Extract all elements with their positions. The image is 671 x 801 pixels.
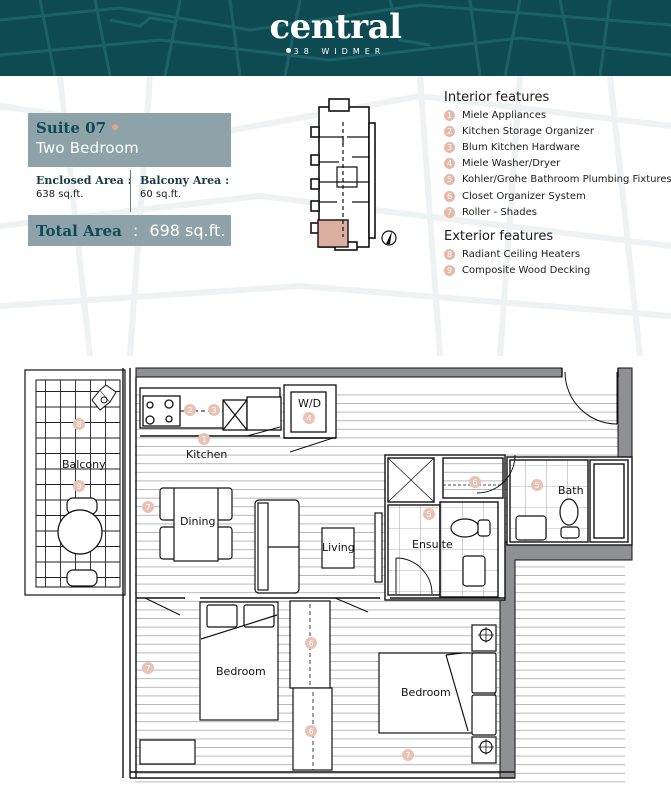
- feature-item: 8 Radiant Ceiling Heaters: [444, 246, 671, 262]
- interior-features-list: 1 Miele Appliances 2 Kitchen Storage Organ…: [444, 107, 671, 220]
- bullet-dot-icon: [285, 48, 291, 53]
- feature-number-badge: 7: [444, 206, 455, 218]
- feature-marker: 6: [305, 637, 317, 649]
- feature-label: Miele Appliances: [462, 109, 547, 121]
- features-panel: Interior features 1 Miele Appliances 2 Kit…: [444, 89, 671, 287]
- feature-label: Kitchen Storage Organizer: [462, 125, 594, 137]
- feature-label: Composite Wood Decking: [462, 265, 591, 277]
- feature-marker: 4: [303, 412, 315, 424]
- north-arrow-icon: [381, 230, 397, 246]
- feature-label: Radiant Ceiling Heaters: [462, 248, 581, 260]
- feature-marker: 7: [142, 662, 154, 674]
- balcony-area: Balcony Area : 60 sq.ft.: [140, 174, 229, 202]
- exterior-features-title: Exterior features: [444, 229, 554, 245]
- interior-features-title: Interior features: [444, 90, 550, 105]
- suite-type: Two Bedroom: [36, 139, 139, 157]
- suite-number: Suite 07: [36, 119, 223, 138]
- brand-header: central 38 WIDMER: [0, 0, 671, 76]
- brand-logo: central: [269, 7, 402, 47]
- feature-number-badge: 3: [444, 141, 455, 153]
- exterior-features-list: 8 Radiant Ceiling Heaters 9 Composite Wood…: [444, 246, 671, 278]
- enclosed-area-value: 638 sq.ft.: [36, 189, 84, 200]
- feature-item: 7 Roller - Shades: [444, 204, 671, 220]
- feature-item: 2 Kitchen Storage Organizer: [444, 123, 671, 139]
- feature-item: 9 Composite Wood Decking: [444, 263, 671, 279]
- feature-marker: 6: [305, 725, 317, 737]
- room-label-bath: Bath: [558, 484, 584, 497]
- suite-title-box: Suite 07 Two Bedroom: [28, 113, 231, 167]
- floor-plan: Balcony Kitchen Dining Living W/D Ensuit…: [0, 360, 671, 801]
- brand-address: 38 WIDMER: [0, 47, 671, 56]
- room-label-kitchen: Kitchen: [186, 448, 228, 461]
- feature-number-badge: 8: [444, 248, 455, 260]
- feature-number-badge: 6: [444, 190, 455, 202]
- suite-highlight: [317, 219, 349, 248]
- feature-number-badge: 2: [444, 125, 455, 137]
- feature-label: Closet Organizer System: [462, 190, 586, 202]
- enclosed-area: Enclosed Area : 638 sq.ft.: [36, 174, 132, 202]
- feature-item: 6 Closet Organizer System: [444, 188, 671, 204]
- accent-dot-icon: [112, 124, 119, 130]
- feature-marker: 5: [531, 479, 543, 491]
- room-label-living: Living: [322, 541, 355, 554]
- feature-item: 1 Miele Appliances: [444, 107, 671, 123]
- brand-address-text: 38 WIDMER: [293, 47, 386, 56]
- feature-marker: 7: [142, 501, 154, 513]
- feature-marker: 6: [469, 476, 481, 488]
- room-label-bedroom-2: Bedroom: [401, 686, 451, 699]
- feature-marker: 5: [423, 508, 435, 520]
- feature-number-badge: 1: [444, 109, 455, 121]
- feature-number-badge: 9: [444, 265, 455, 277]
- room-label-bedroom-1: Bedroom: [216, 665, 266, 678]
- feature-marker: 9: [73, 480, 85, 492]
- feature-item: 3 Blum Kitchen Hardware: [444, 139, 671, 155]
- room-label-ensuite: Ensuite: [412, 538, 453, 551]
- feature-label: Roller - Shades: [462, 206, 537, 218]
- feature-label: Blum Kitchen Hardware: [462, 141, 580, 153]
- suite-number-text: Suite 07: [36, 119, 107, 137]
- balcony-area-value: 60 sq.ft.: [140, 189, 182, 200]
- total-area-box: Total Area : 698 sq.ft.: [28, 215, 231, 246]
- feature-item: 5 Kohler/Grohe Bathroom Plumbing Fixtures: [444, 172, 671, 188]
- feature-marker: 3: [208, 404, 220, 416]
- feature-number-badge: 5: [444, 174, 455, 186]
- enclosed-area-label: Enclosed Area :: [36, 174, 132, 187]
- area-divider: [130, 170, 131, 212]
- balcony-area-label: Balcony Area :: [140, 174, 230, 187]
- room-label-balcony: Balcony: [62, 458, 106, 471]
- feature-marker: 2: [184, 404, 196, 416]
- feature-marker: 7: [402, 749, 414, 761]
- feature-number-badge: 4: [444, 158, 455, 170]
- feature-item: 4 Miele Washer/Dryer: [444, 156, 671, 172]
- feature-label: Kohler/Grohe Bathroom Plumbing Fixtures: [462, 174, 671, 186]
- building-keyplan: [310, 98, 397, 251]
- plant-icon: [91, 384, 117, 411]
- feature-marker: 8: [73, 418, 85, 430]
- floor-plan-drawing: [24, 367, 633, 787]
- feature-marker: 1: [198, 433, 210, 445]
- room-label-washer-dryer: W/D: [298, 397, 322, 410]
- total-area-label: Total Area: [36, 222, 122, 240]
- total-area-separator: :: [132, 221, 139, 240]
- street-map-pattern: [0, 0, 671, 76]
- area-breakdown: Enclosed Area : 638 sq.ft. Balcony Area …: [28, 170, 231, 212]
- feature-label: Miele Washer/Dryer: [462, 158, 561, 170]
- total-area-value: 698 sq.ft.: [149, 221, 226, 240]
- room-label-dining: Dining: [180, 515, 216, 528]
